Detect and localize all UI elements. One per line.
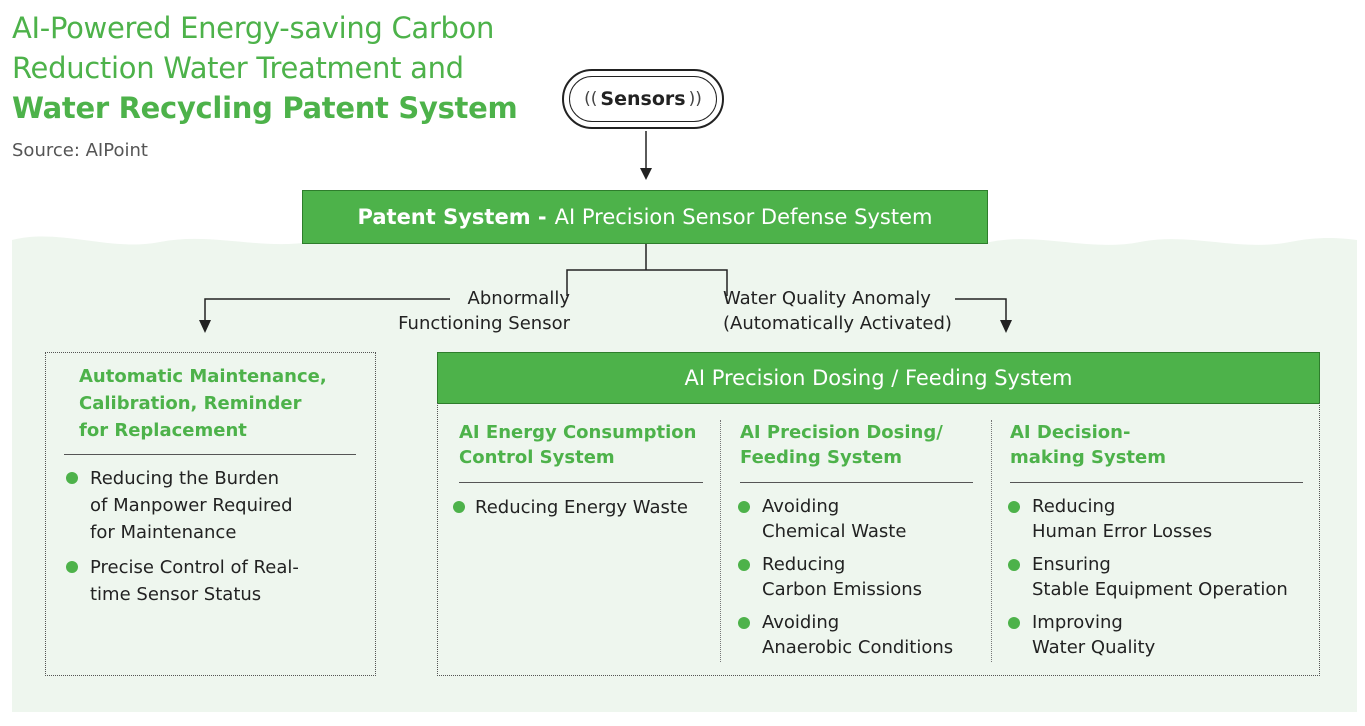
list-item: Avoiding Chemical Waste [736, 494, 986, 544]
maintenance-heading-line: Automatic Maintenance, [79, 366, 327, 387]
maintenance-heading-line: for Replacement [79, 420, 247, 441]
column-heading-line: Feeding System [740, 447, 902, 468]
decision-making-heading: AI Decision- making System [1010, 420, 1166, 470]
list-item-line: Precise Control of Real- [90, 557, 299, 578]
list-item-line: of Manpower Required [90, 495, 293, 516]
list-item: Precise Control of Real- time Sensor Sta… [64, 554, 356, 608]
list-item-line: Avoiding [762, 612, 840, 633]
column-heading-line: Control System [459, 447, 615, 468]
list-item-line: Reducing [762, 554, 846, 575]
branch-right-line1: Water Quality Anomaly [723, 288, 931, 309]
dosing-feeding-heading: AI Precision Dosing/ Feeding System [740, 420, 943, 470]
arrow-head-down [640, 168, 652, 180]
list-item-line: Avoiding [762, 496, 840, 517]
list-item-line: Reducing [1032, 496, 1116, 517]
branch-right-line2: (Automatically Activated) [723, 313, 952, 334]
arrow-head-down [199, 320, 211, 333]
title-line-2: Reduction Water Treatment and [12, 51, 464, 85]
branch-left-line2: Functioning Sensor [398, 313, 570, 334]
divider [1010, 482, 1303, 483]
patent-system-bold: Patent System - [357, 205, 547, 229]
list-item: Reducing the Burden of Manpower Required… [64, 465, 356, 546]
list-item-line: Carbon Emissions [762, 579, 923, 600]
dosing-system-header: AI Precision Dosing / Feeding System [437, 352, 1320, 404]
title-line-3: Water Recycling Patent System [12, 91, 518, 125]
list-item-line: for Maintenance [90, 522, 237, 543]
signal-waves-icon: (( [584, 89, 598, 109]
list-item-line: Human Error Losses [1032, 521, 1213, 542]
divider [740, 482, 973, 483]
list-item: Ensuring Stable Equipment Operation [1006, 552, 1316, 602]
sensors-label: Sensors [600, 88, 686, 110]
arrow-head-down [1000, 320, 1012, 333]
list-item: Improving Water Quality [1006, 610, 1316, 660]
sensors-node: (( Sensors )) [562, 69, 724, 129]
patent-system-node: Patent System - AI Precision Sensor Defe… [302, 190, 988, 244]
source-note: Source: AIPoint [12, 140, 148, 161]
list-item-line: Reducing the Burden [90, 468, 280, 489]
list-item-line: time Sensor Status [90, 584, 262, 605]
list-item-line: Improving [1032, 612, 1123, 633]
list-item: Reducing Energy Waste [451, 494, 721, 521]
column-divider [720, 420, 721, 662]
maintenance-heading-line: Calibration, Reminder [79, 393, 302, 414]
maintenance-box [45, 352, 376, 676]
energy-control-list: Reducing Energy Waste [451, 494, 721, 529]
list-item-line: Reducing Energy Waste [475, 497, 688, 518]
dosing-system-box [437, 403, 1320, 676]
list-item-line: Chemical Waste [762, 521, 907, 542]
column-divider [991, 420, 992, 662]
list-item-line: Water Quality [1032, 637, 1156, 658]
divider [459, 482, 703, 483]
energy-control-heading: AI Energy Consumption Control System [459, 420, 697, 470]
patent-system-text: AI Precision Sensor Defense System [554, 205, 933, 229]
branch-label-left: Abnormally Functioning Sensor [380, 286, 570, 336]
column-heading-line: AI Precision Dosing/ [740, 422, 943, 443]
list-item-line: Anaerobic Conditions [762, 637, 954, 658]
column-heading-line: making System [1010, 447, 1166, 468]
maintenance-heading: Automatic Maintenance, Calibration, Remi… [79, 363, 327, 444]
column-heading-line: AI Decision- [1010, 422, 1131, 443]
title-line-1: AI-Powered Energy-saving Carbon [12, 11, 495, 45]
list-item: Avoiding Anaerobic Conditions [736, 610, 986, 660]
branch-left-line1: Abnormally [467, 288, 570, 309]
list-item-line: Stable Equipment Operation [1032, 579, 1288, 600]
signal-waves-icon: )) [688, 89, 702, 109]
divider [64, 454, 356, 455]
branch-label-right: Water Quality Anomaly (Automatically Act… [723, 286, 952, 336]
decision-making-list: Reducing Human Error Losses Ensuring Sta… [1006, 494, 1316, 668]
list-item: Reducing Carbon Emissions [736, 552, 986, 602]
list-item: Reducing Human Error Losses [1006, 494, 1316, 544]
maintenance-list: Reducing the Burden of Manpower Required… [64, 465, 356, 616]
column-heading-line: AI Energy Consumption [459, 422, 697, 443]
list-item-line: Ensuring [1032, 554, 1111, 575]
page-title: AI-Powered Energy-saving Carbon Reductio… [12, 8, 518, 128]
dosing-feeding-list: Avoiding Chemical Waste Reducing Carbon … [736, 494, 986, 668]
